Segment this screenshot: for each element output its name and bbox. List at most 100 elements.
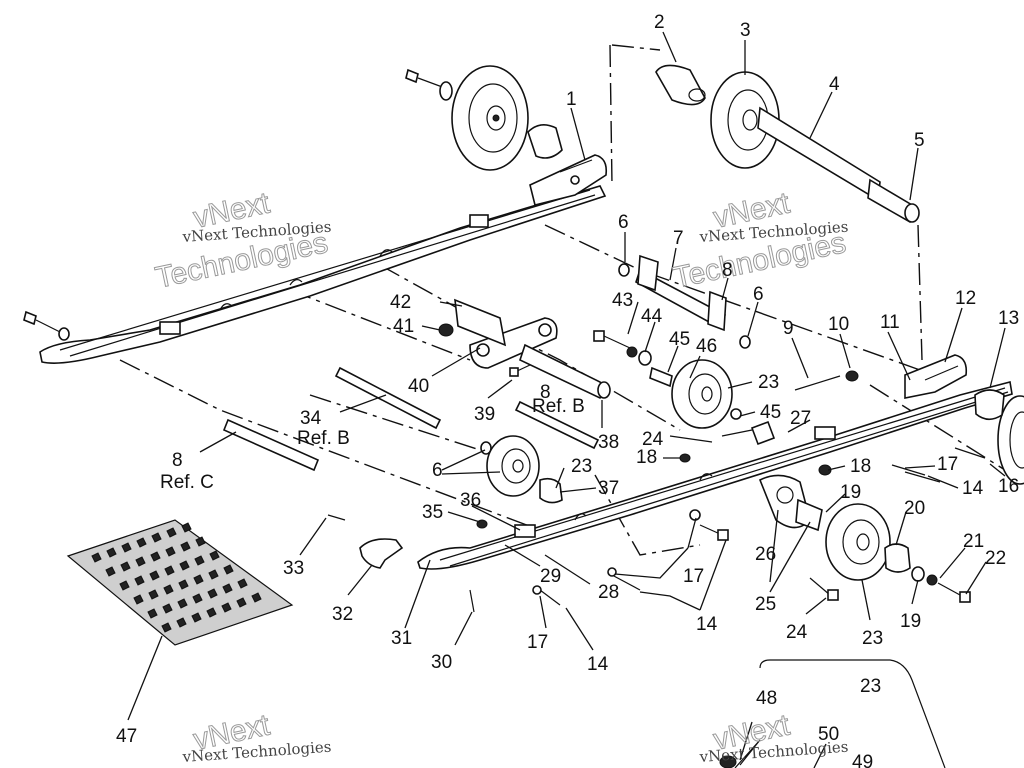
spacer-right (974, 389, 1005, 421)
clip-mark (181, 522, 192, 533)
label-30: 30 (431, 652, 452, 673)
clip-mark (165, 546, 176, 557)
label-19-top: 19 (840, 482, 861, 503)
clip-mark (147, 608, 158, 619)
clip-mark (180, 541, 191, 552)
clip-mark (176, 617, 187, 628)
axle-top (757, 106, 920, 224)
watermark-2: vNext vNext Technologies Technologies (670, 186, 849, 295)
label-31: 31 (391, 628, 412, 649)
slide-block-32 (359, 538, 404, 569)
label-37: 37 (598, 478, 619, 499)
label-18-left: 18 (636, 447, 657, 468)
washer-bolt-front (911, 566, 971, 603)
clip-mark (163, 584, 174, 595)
left-rail (39, 154, 608, 364)
clip-mark (134, 575, 145, 586)
label-23-inset: 23 (860, 676, 881, 697)
label-14-right: 14 (962, 478, 984, 499)
label-12: 12 (955, 288, 976, 309)
label-25: 25 (755, 594, 776, 615)
bolt-43 (593, 330, 673, 388)
clip-mark (151, 532, 162, 543)
clip-mark (209, 550, 220, 561)
label-14-bottom: 14 (587, 654, 609, 675)
clip-mark (164, 565, 175, 576)
label-9: 9 (783, 318, 794, 339)
label-3: 3 (740, 20, 751, 41)
label-6-mid: 6 (753, 284, 764, 305)
label-17-center: 17 (683, 566, 704, 587)
clip-mark (177, 598, 188, 609)
cross-shaft-upper (618, 254, 751, 349)
bolt-24-lower (809, 577, 839, 601)
clip-mark (208, 569, 219, 580)
pivot-arm (454, 298, 611, 399)
watermark-1: vNext vNext Technologies Technologies (152, 186, 332, 295)
clip-mark (178, 579, 189, 590)
clip-mark (195, 536, 206, 547)
label-16: 16 (998, 476, 1019, 497)
watermark-3: vNext vNext Technologies (181, 708, 332, 766)
shock-bracket (758, 474, 823, 532)
inset-frame (719, 659, 946, 768)
idler-wheel-front (825, 503, 891, 581)
label-47: 47 (116, 726, 137, 747)
label-2: 2 (654, 12, 665, 33)
label-49: 49 (852, 752, 873, 768)
clip-mark (133, 594, 144, 605)
label-24-bottom: 24 (786, 622, 808, 643)
label-44: 44 (641, 306, 663, 327)
part-labels: 1 2 3 4 5 6 7 8 6 9 10 11 12 13 42 41 40… (116, 12, 1019, 768)
label-20: 20 (904, 498, 925, 519)
label-32: 32 (332, 604, 353, 625)
label-6-top: 6 (618, 212, 629, 233)
clip-mark (161, 622, 172, 633)
label-45-mid: 45 (760, 402, 781, 423)
label-29: 29 (540, 566, 561, 587)
label-22: 22 (985, 548, 1006, 569)
label-4: 4 (829, 74, 840, 95)
label-41: 41 (393, 316, 414, 337)
label-17-right: 17 (937, 454, 958, 475)
label-1: 1 (566, 89, 577, 110)
label-14-center: 14 (696, 614, 718, 635)
label-ref-b-mid: Ref. B (532, 396, 585, 417)
clip-mark (105, 566, 116, 577)
label-19-bottom: 19 (900, 611, 921, 632)
label-36: 36 (460, 490, 481, 511)
clip-mark (135, 556, 146, 567)
label-10: 10 (828, 314, 849, 335)
label-39: 39 (474, 404, 495, 425)
clip-mark (206, 607, 217, 618)
bolt-39 (509, 364, 531, 377)
clip-mark (222, 583, 233, 594)
clip-mark (237, 578, 248, 589)
clip-mark (149, 570, 160, 581)
label-24-mid: 24 (642, 429, 664, 450)
clip-mark (179, 560, 190, 571)
label-18-right: 18 (850, 456, 871, 477)
clip-mark (150, 551, 161, 562)
label-17-bottom: 17 (527, 632, 548, 653)
spacer-front (884, 543, 911, 573)
spacer-rear (527, 124, 563, 159)
label-43: 43 (612, 290, 633, 311)
clip-mark (91, 552, 102, 563)
label-34: 34 (300, 408, 322, 429)
label-7: 7 (673, 228, 684, 249)
clip-mark (120, 561, 131, 572)
clip-mark (106, 547, 117, 558)
right-rail (417, 354, 1013, 570)
label-21: 21 (963, 531, 984, 552)
nut-41 (438, 323, 454, 337)
label-8-left: 8 (172, 450, 183, 471)
idler-wheel-right (997, 395, 1024, 485)
clip-mark (223, 564, 234, 575)
label-48: 48 (756, 688, 777, 709)
label-40: 40 (408, 376, 429, 397)
label-45-top: 45 (669, 329, 690, 350)
label-28: 28 (598, 582, 619, 603)
clip-mark (251, 592, 262, 603)
